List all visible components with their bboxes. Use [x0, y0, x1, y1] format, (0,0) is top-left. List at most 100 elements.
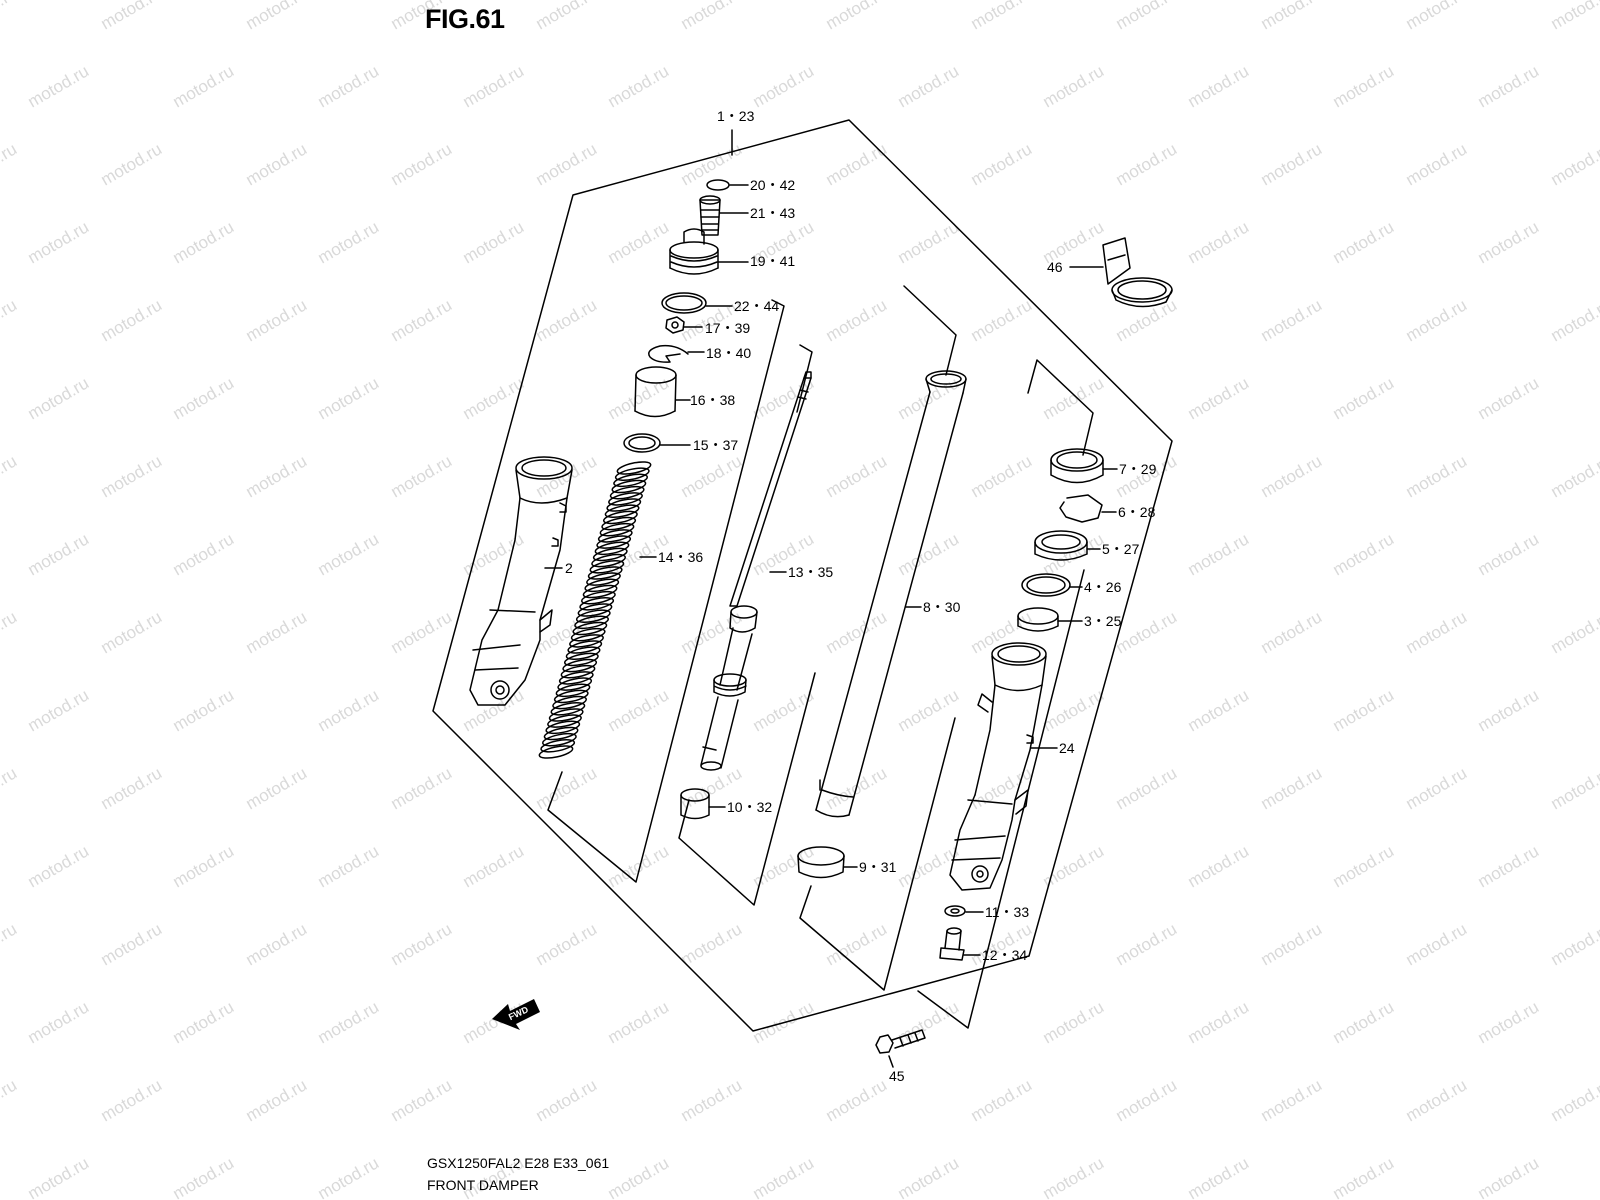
watermark-text: motod.ru: [460, 841, 528, 891]
spring-coil: [594, 541, 630, 556]
watermark-text: motod.ru: [315, 373, 383, 423]
watermark-text: motod.ru: [98, 451, 166, 501]
watermark-text: motod.ru: [1113, 607, 1181, 657]
part-6-stopper-ring: [1059, 494, 1117, 523]
panel-damper-rod: [678, 344, 816, 906]
watermark-text: motod.ru: [678, 919, 746, 969]
callout-18-40: 18・40: [706, 345, 751, 361]
watermark-text: motod.ru: [243, 919, 311, 969]
spring-coil: [577, 603, 613, 617]
watermark-text: motod.ru: [1185, 997, 1253, 1047]
watermark-text: motod.ru: [170, 373, 238, 423]
watermark-text: motod.ru: [170, 529, 238, 579]
watermark-text: motod.ru: [1113, 919, 1181, 969]
panel-seals: [917, 359, 1094, 1029]
spring-coil: [599, 522, 635, 537]
watermark-text: motod.ru: [243, 451, 311, 501]
spring-coil: [613, 473, 649, 488]
watermark-text: motod.ru: [1185, 841, 1253, 891]
spring-coil: [587, 566, 623, 580]
watermark-text: motod.ru: [605, 685, 673, 735]
watermark-text: motod.ru: [1258, 763, 1326, 813]
watermark-text: motod.ru: [605, 1153, 673, 1200]
callout-1-23: 1・23: [717, 108, 755, 124]
spring-coil: [545, 720, 581, 735]
watermark-text: motod.ru: [1185, 529, 1253, 579]
part-17-nut: [665, 316, 703, 334]
watermark-text: motod.ru: [1403, 139, 1471, 189]
watermark-text: motod.ru: [1330, 685, 1398, 735]
spring-coil: [548, 708, 584, 722]
watermark-text: motod.ru: [1403, 0, 1471, 33]
watermark-text: motod.ru: [1185, 1153, 1253, 1200]
spring-coil: [579, 597, 615, 611]
callout-14-36: 14・36: [658, 549, 703, 565]
watermark-text: motod.ru: [315, 1153, 383, 1200]
spring-coil: [563, 652, 599, 667]
watermark-text: motod.ru: [98, 1075, 166, 1125]
watermark-text: motod.ru: [170, 61, 238, 111]
watermark-text: motod.ru: [315, 841, 383, 891]
watermark-text: motod.ru: [98, 0, 166, 33]
watermark-text: motod.ru: [1258, 607, 1326, 657]
watermark-text: motod.ru: [823, 295, 891, 345]
watermark-text: motod.ru: [968, 451, 1036, 501]
spring-coil: [608, 492, 643, 506]
part-21-adjuster: [699, 195, 749, 236]
spring-coil: [602, 510, 638, 525]
watermark-text: motod.ru: [0, 919, 20, 969]
spring-coil: [562, 658, 598, 673]
watermark-text: motod.ru: [1040, 1153, 1108, 1200]
spring-coil: [614, 467, 650, 481]
watermark-text: motod.ru: [1040, 373, 1108, 423]
spring-coil: [553, 689, 589, 704]
watermark-text: motod.ru: [823, 139, 891, 189]
watermark-text: motod.ru: [750, 685, 818, 735]
callout-46: 46: [1047, 259, 1063, 275]
spring-coil: [589, 560, 625, 574]
watermark-text: motod.ru: [315, 997, 383, 1047]
watermark-text: motod.ru: [533, 763, 601, 813]
part-14-fork-spring: [538, 461, 657, 759]
spring-coil: [558, 671, 594, 685]
watermark-text: motod.ru: [25, 529, 93, 579]
part-13-damper-rod: [700, 371, 812, 771]
watermark-text: motod.ru: [388, 919, 456, 969]
watermark-text: motod.ru: [388, 607, 456, 657]
spring-coil: [604, 504, 640, 518]
watermark-text: motod.ru: [605, 997, 673, 1047]
spring-coil: [574, 615, 610, 630]
watermark-text: motod.ru: [968, 0, 1036, 33]
callout-labels: 1・23 20・42 21・43 19・41 22・44 17・39 18・40…: [565, 108, 1157, 1084]
model-code: GSX1250FAL2 E28 E33_061: [427, 1155, 610, 1171]
watermark-text: motod.ru: [1330, 841, 1398, 891]
watermark-text: motod.ru: [1475, 217, 1543, 267]
part-3-guide-bushing: [1017, 607, 1083, 632]
watermark-text: motod.ru: [1113, 0, 1181, 33]
spring-coil: [586, 572, 621, 586]
spring-coil: [538, 745, 574, 759]
panel-inner-tube: [799, 285, 957, 991]
watermark-text: motod.ru: [533, 295, 601, 345]
watermark-text: motod.ru: [98, 139, 166, 189]
spring-coil: [557, 677, 593, 691]
part-16-spacer: [634, 366, 691, 418]
watermark-text: motod.ru: [1403, 451, 1471, 501]
watermark-text: motod.ru: [1475, 841, 1543, 891]
watermark-text: motod.ru: [823, 919, 891, 969]
watermark-text: motod.ru: [1185, 685, 1253, 735]
watermark-text: motod.ru: [678, 0, 746, 33]
watermark-text: motod.ru: [1113, 1075, 1181, 1125]
watermark-text: motod.ru: [1548, 1075, 1600, 1125]
callout-8-30: 8・30: [923, 599, 961, 615]
watermark-text: motod.ru: [460, 61, 528, 111]
watermark-text: motod.ru: [25, 997, 93, 1047]
watermark-text: motod.ru: [895, 997, 963, 1047]
watermark-text: motod.ru: [1330, 61, 1398, 111]
watermark-text: motod.ru: [1330, 529, 1398, 579]
watermark-text: motod.ru: [1403, 763, 1471, 813]
part-22-o-ring: [661, 292, 733, 314]
spring-coil: [580, 590, 616, 605]
spring-coil: [606, 498, 642, 512]
watermark-text: motod.ru: [1548, 451, 1600, 501]
